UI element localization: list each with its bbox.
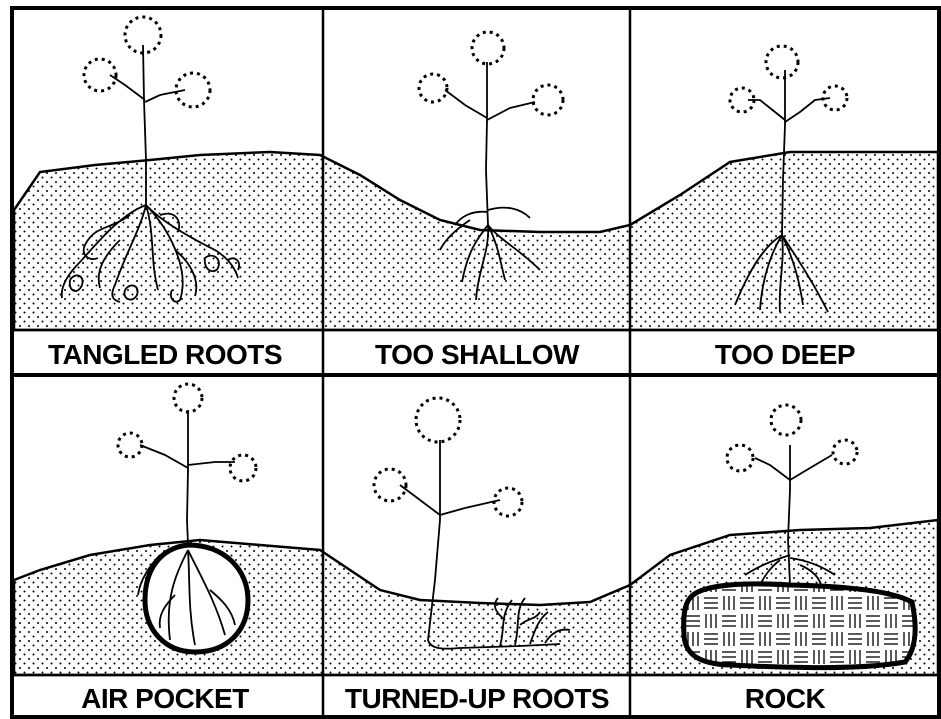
rock-shape — [684, 584, 915, 668]
too-deep-label: TOO DEEP — [715, 339, 855, 370]
rock-label: ROCK — [745, 683, 826, 714]
air-pocket-cavity — [145, 545, 248, 652]
air-pocket-label: AIR POCKET — [81, 683, 249, 714]
too-shallow-label: TOO SHALLOW — [375, 339, 580, 370]
tangled-roots-label: TANGLED ROOTS — [48, 339, 282, 370]
turned-up-roots-label: TURNED-UP ROOTS — [345, 683, 609, 714]
